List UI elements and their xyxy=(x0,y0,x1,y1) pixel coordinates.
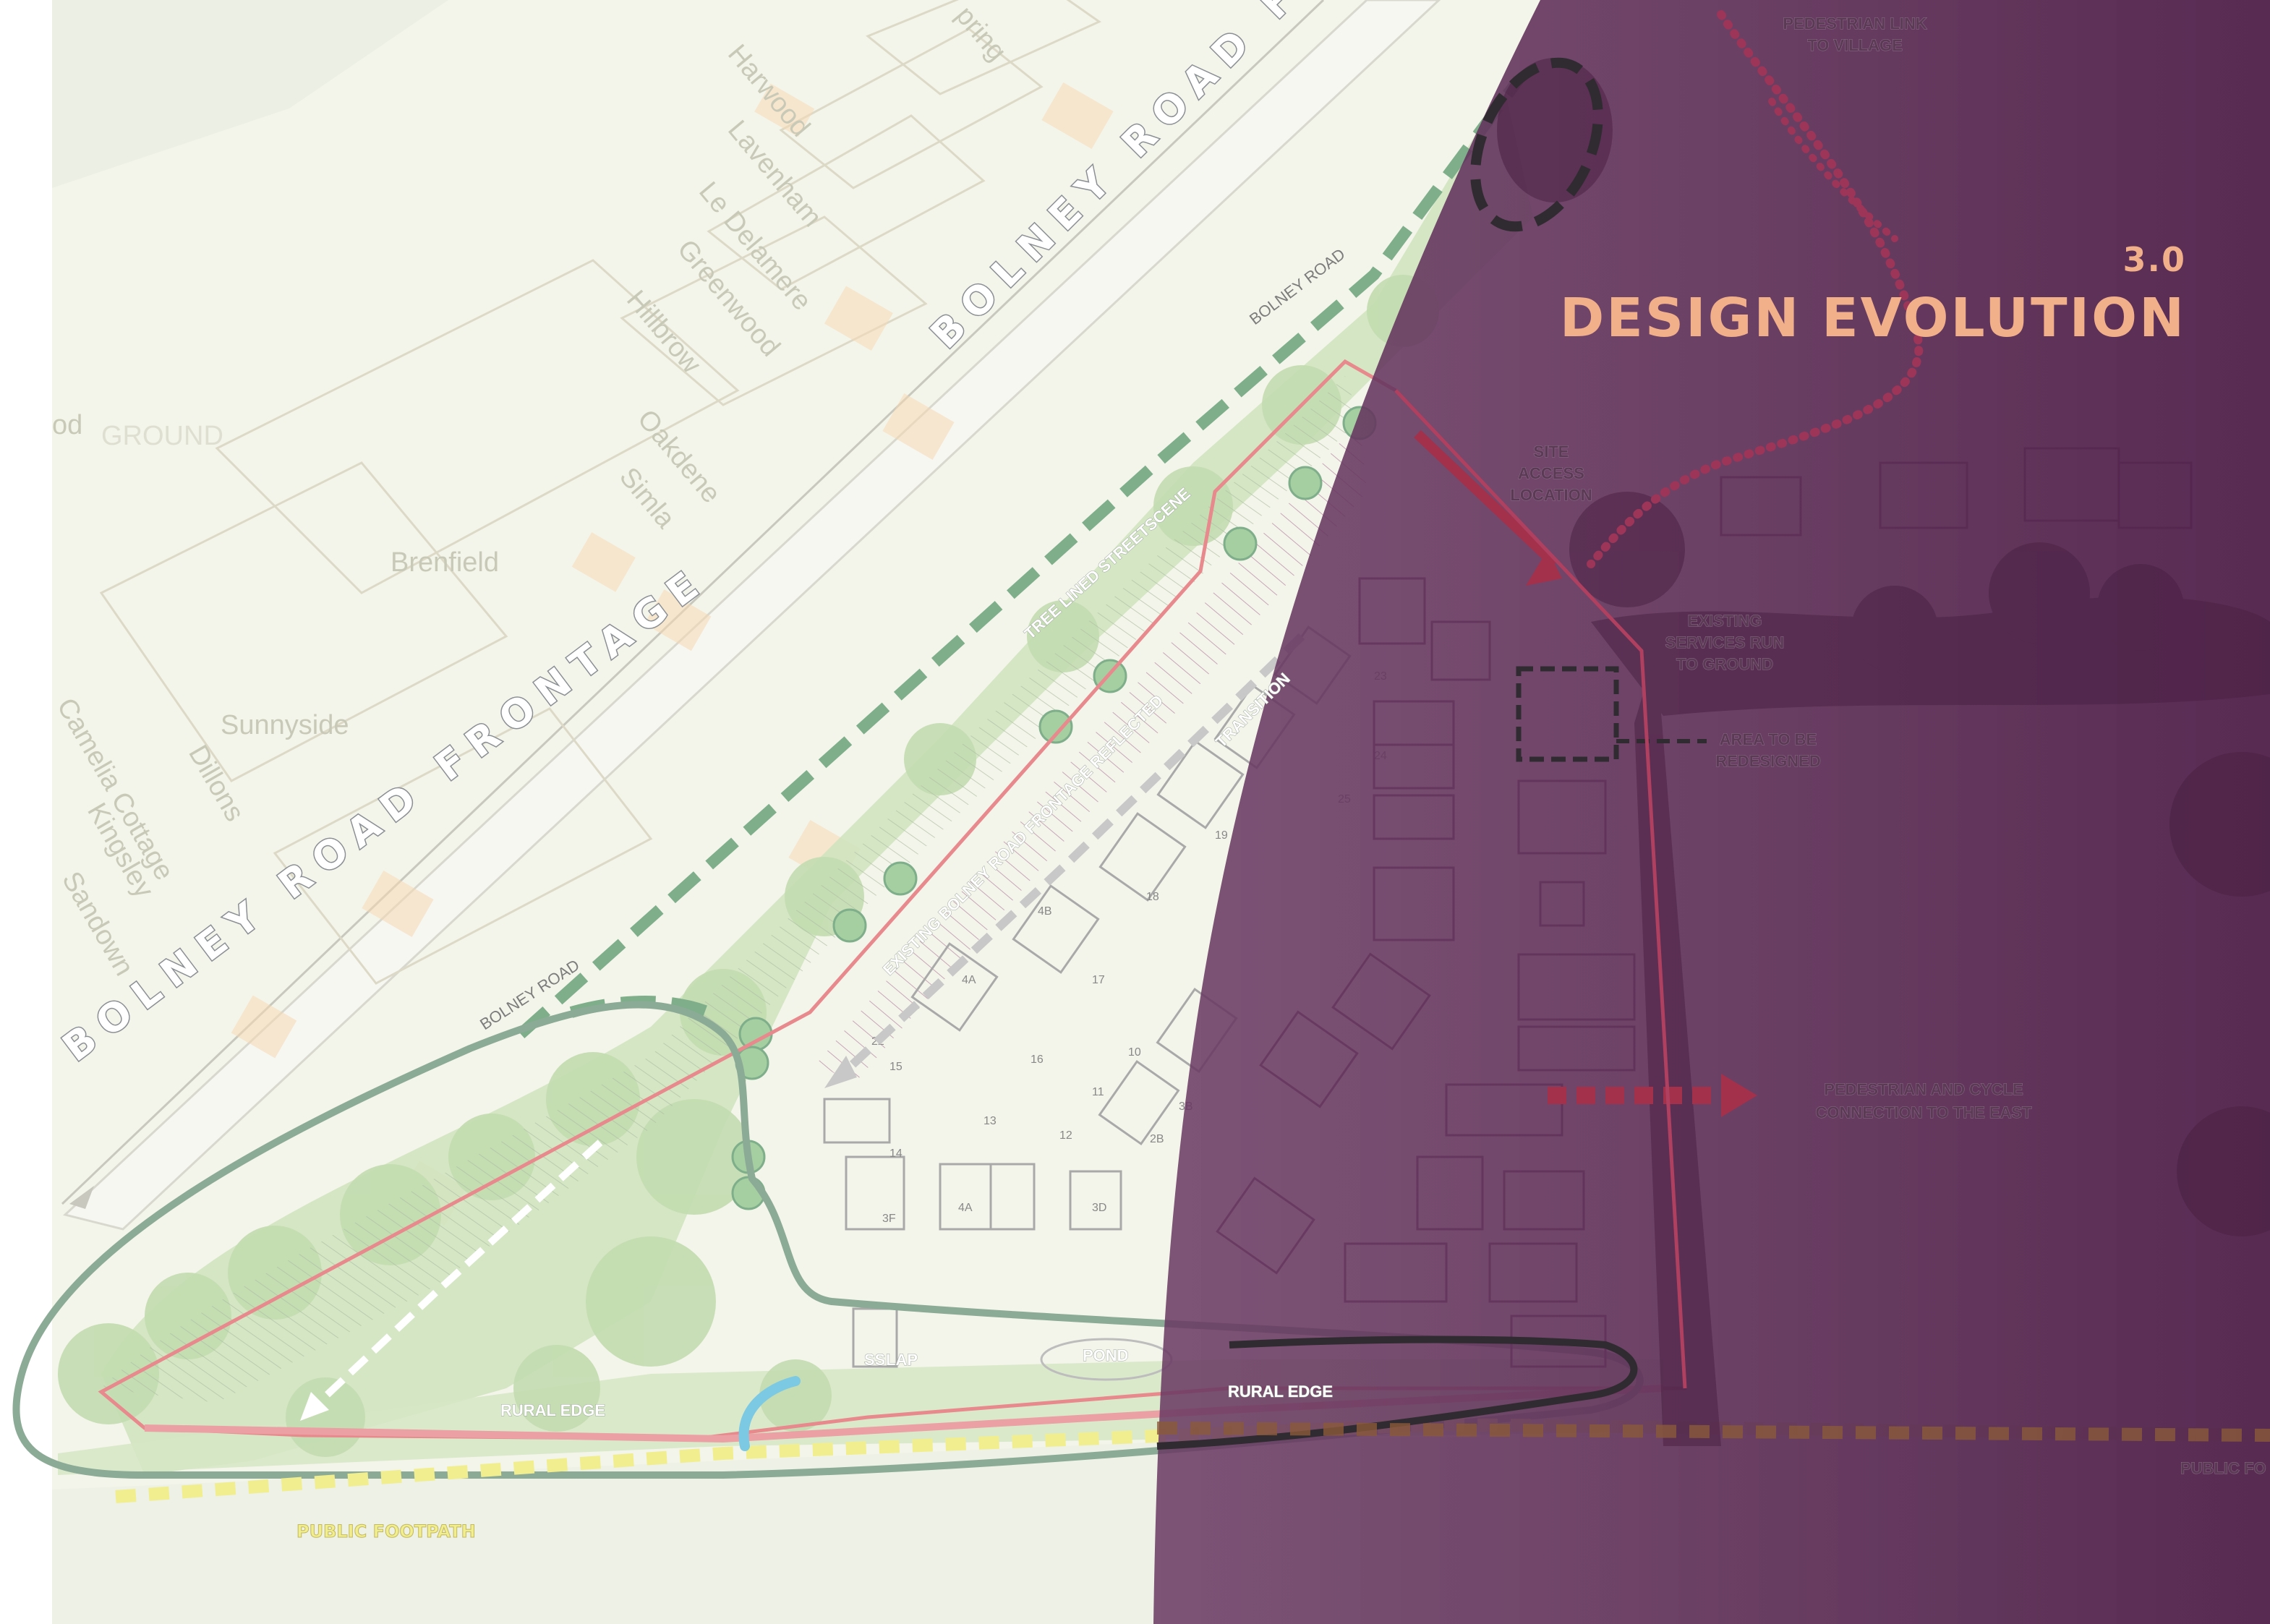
cycle-connection-label-2: CONNECTION TO THE EAST xyxy=(1815,1103,2032,1121)
culvert xyxy=(738,1376,801,1451)
east-boundary xyxy=(1394,389,1687,1389)
white-arrow-head xyxy=(300,1392,329,1421)
plot-number: 19 xyxy=(1215,829,1228,842)
section-title-block: 3.0 DESIGN EVOLUTION xyxy=(1560,243,2186,351)
site-access-arrow xyxy=(1414,429,1558,568)
rural-edge-label: RURAL EDGE xyxy=(500,1401,605,1419)
buffer-hatch xyxy=(101,376,1360,1403)
plot-number: 14 xyxy=(889,1148,903,1160)
plot-number: 3F xyxy=(882,1213,896,1225)
public-footpath-label-east: PUBLIC FO xyxy=(2180,1459,2266,1477)
od-label: od xyxy=(52,410,82,440)
north-buildings xyxy=(231,82,1114,1226)
pedestrian-link-label: PEDESTRIAN LINK xyxy=(1783,14,1926,33)
cycle-connection-label: PEDESTRIAN AND CYCLE xyxy=(1824,1080,2023,1098)
site-access-arrow-head xyxy=(1526,550,1562,586)
plot-number: 12 xyxy=(1059,1129,1072,1142)
public-footpath-east xyxy=(1156,1422,2270,1442)
site-access-label-3: LOCATION xyxy=(1510,486,1592,504)
plot-number: 18 xyxy=(1146,891,1159,903)
plot-number: 2B xyxy=(1150,1133,1164,1145)
pond-label: POND xyxy=(1083,1346,1129,1364)
green-dashed-corridor xyxy=(516,76,1524,1038)
substation-box xyxy=(852,1307,898,1368)
house-label: Brenfield xyxy=(391,547,499,578)
cycle-arrow-head xyxy=(1721,1074,1757,1117)
plot-number: 4B xyxy=(1038,905,1052,918)
rural-edge-label: RURAL EDGE xyxy=(1228,1382,1333,1401)
services-label-3: TO GROUND xyxy=(1676,655,1773,673)
plot-number: 16 xyxy=(1031,1054,1044,1066)
plot-number: 10 xyxy=(1128,1046,1141,1059)
plot-number: 4A xyxy=(958,1202,973,1214)
redesign-area-box xyxy=(1516,666,1619,762)
frontage-reflected-arrow xyxy=(835,633,1305,1081)
site-access-label: SITE xyxy=(1534,443,1569,461)
ss-label: SS xyxy=(864,1351,885,1369)
site-access-label-2: ACCESS xyxy=(1518,464,1584,482)
white-dashed-line xyxy=(308,1140,603,1413)
dashed-loop xyxy=(1470,57,1603,232)
purple-overlay xyxy=(1153,0,2270,1624)
pedestrian-link-label-2: TO VILLAGE xyxy=(1807,36,1903,54)
public-footpath-label: PUBLIC FOOTPATH xyxy=(296,1521,476,1542)
redesign-label-2: REDESIGNED xyxy=(1715,752,1820,770)
frontage-hatch xyxy=(817,419,1367,1085)
lap-label: LAP xyxy=(886,1351,918,1369)
plot-number: 17 xyxy=(1092,974,1105,986)
redesign-label: AREA TO BE xyxy=(1720,730,1817,748)
services-label-2: SERVICES RUN xyxy=(1665,633,1785,651)
plot-number: 11 xyxy=(1092,1086,1104,1098)
house-label: Sunnyside xyxy=(221,710,349,740)
ground-label: GROUND xyxy=(101,421,223,451)
pedestrian-link-route xyxy=(1587,10,1924,568)
arrow-head xyxy=(824,1056,857,1088)
plot-number: 3D xyxy=(1092,1202,1106,1214)
plot-number: 15 xyxy=(889,1061,903,1073)
pedestrian-link-route-2 xyxy=(1768,98,1898,242)
road-arrow-head xyxy=(69,1186,94,1209)
section-number: 3.0 xyxy=(2122,240,2186,279)
section-title: DESIGN EVOLUTION xyxy=(1559,287,2186,349)
east-canopy xyxy=(1497,58,2270,1446)
road-edge-line xyxy=(61,0,1325,1205)
services-label: EXISTING xyxy=(1688,612,1762,630)
field-north-west xyxy=(52,0,448,188)
plot-number: 4A xyxy=(962,974,976,986)
page-margin xyxy=(0,0,52,1624)
plot-number: 13 xyxy=(983,1115,997,1127)
north-plots xyxy=(99,0,1102,985)
